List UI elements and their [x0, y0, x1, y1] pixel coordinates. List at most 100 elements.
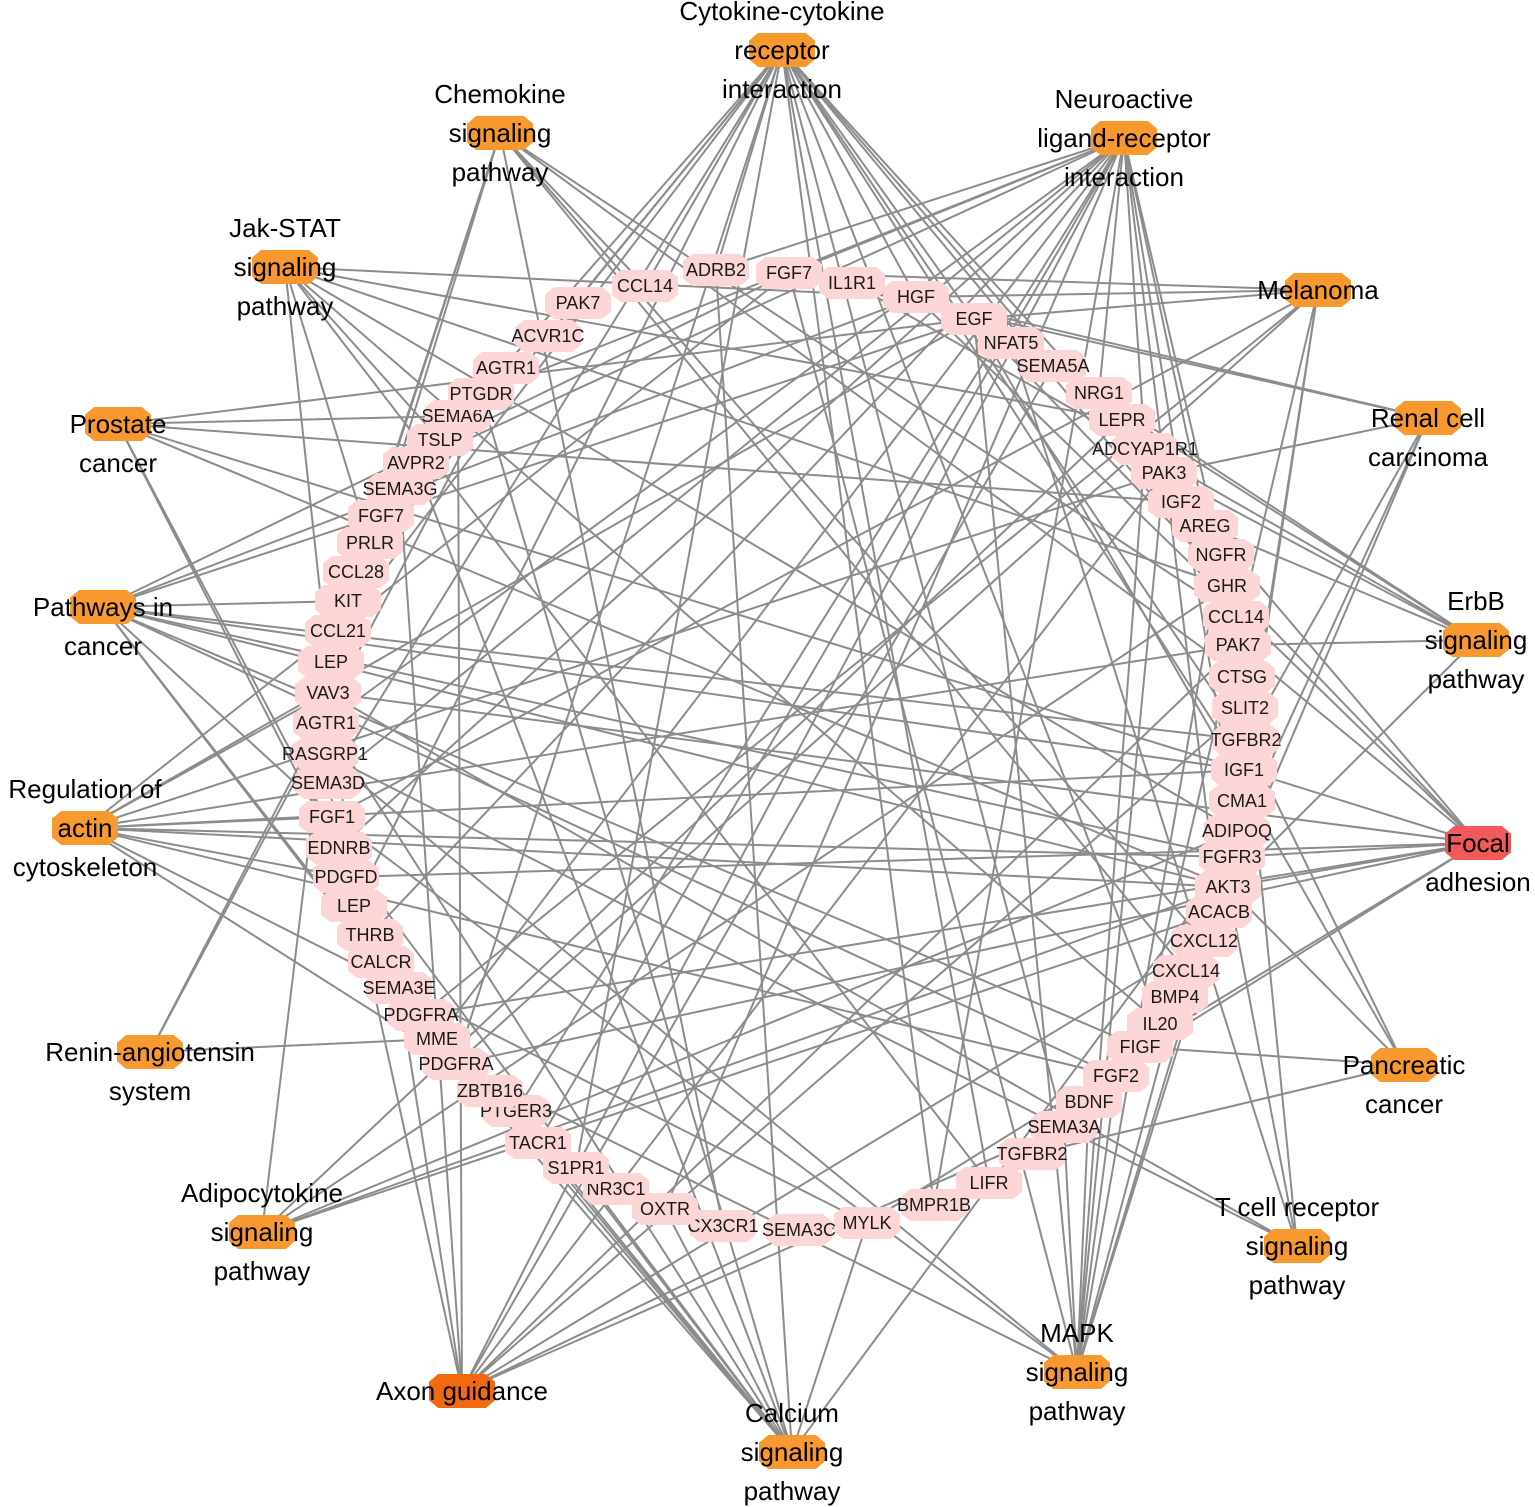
gene-node-tgfbr2[interactable]: TGFBR2 [1210, 724, 1282, 756]
gene-node-nfat5[interactable]: NFAT5 [978, 327, 1044, 359]
gene-node-lep[interactable]: LEP [298, 646, 364, 678]
gene-node-cxcl14[interactable]: CXCL14 [1152, 955, 1220, 987]
gene-node-rasgrp1[interactable]: RASGRP1 [282, 738, 368, 770]
gene-node-adrb2[interactable]: ADRB2 [683, 254, 749, 286]
gene-node-fgf7[interactable]: FGF7 [756, 257, 822, 289]
pathway-label-line: T cell receptor [1215, 1192, 1380, 1222]
gene-node-ccl14[interactable]: CCL14 [612, 270, 678, 302]
gene-node-pdgfra[interactable]: PDGFRA [418, 1048, 494, 1080]
gene-node-prlr[interactable]: PRLR [337, 527, 403, 559]
gene-node-acacb[interactable]: ACACB [1186, 896, 1252, 928]
gene-node-bdnf[interactable]: BDNF [1056, 1086, 1122, 1118]
gene-node-sema3c[interactable]: SEMA3C [762, 1214, 836, 1246]
pathway-node-layer: Cytokine-cytokinereceptorinteractionChem… [8, 0, 1530, 1506]
gene-node-fgf7[interactable]: FGF7 [348, 500, 414, 532]
pathway-label-line: Melanoma [1257, 275, 1379, 305]
pathway-node-axon[interactable]: Axon guidance [376, 1374, 548, 1408]
gene-node-pdgfd[interactable]: PDGFD [313, 861, 379, 893]
pathway-label-line: cytoskeleton [13, 852, 158, 882]
gene-node-cxcl12[interactable]: CXCL12 [1170, 925, 1238, 957]
gene-node-kit[interactable]: KIT [315, 585, 381, 617]
edge-axon-pak7 [461, 644, 1239, 1392]
gene-node-sema3g[interactable]: SEMA3G [362, 473, 438, 505]
gene-label: FGF2 [1093, 1066, 1139, 1086]
pathway-label-line: Jak-STAT [229, 213, 341, 243]
gene-node-akt3[interactable]: AKT3 [1195, 871, 1261, 903]
gene-node-figf[interactable]: FIGF [1107, 1031, 1173, 1063]
gene-node-calcr[interactable]: CALCR [348, 946, 414, 978]
gene-node-acvr1c[interactable]: ACVR1C [511, 320, 585, 352]
gene-node-areg[interactable]: AREG [1172, 510, 1238, 542]
gene-node-fgf1[interactable]: FGF1 [299, 801, 365, 833]
gene-node-pdgfra[interactable]: PDGFRA [383, 999, 459, 1031]
gene-node-il1r1[interactable]: IL1R1 [819, 267, 885, 299]
gene-node-sema3e[interactable]: SEMA3E [362, 972, 436, 1004]
gene-node-tgfbr2[interactable]: TGFBR2 [996, 1138, 1068, 1170]
gene-node-cx3cr1[interactable]: CX3CR1 [687, 1210, 759, 1242]
gene-node-sema3d[interactable]: SEMA3D [291, 767, 365, 799]
gene-node-sema5a[interactable]: SEMA5A [1016, 350, 1090, 382]
gene-node-sema3a[interactable]: SEMA3A [1027, 1111, 1101, 1143]
gene-node-s1pr1[interactable]: S1PR1 [543, 1152, 609, 1184]
gene-node-tacr1[interactable]: TACR1 [505, 1127, 571, 1159]
gene-node-fgfr3[interactable]: FGFR3 [1199, 841, 1265, 873]
gene-node-shape [1199, 841, 1265, 873]
edge-cytokine-igf1 [781, 49, 1245, 771]
gene-node-ghr[interactable]: GHR [1194, 570, 1260, 602]
gene-node-mylk[interactable]: MYLK [834, 1207, 900, 1239]
gene-node-shape [543, 1152, 609, 1184]
gene-node-pak3[interactable]: PAK3 [1131, 457, 1197, 489]
gene-node-shape [1194, 570, 1260, 602]
gene-node-thrb[interactable]: THRB [337, 919, 403, 951]
gene-node-vav3[interactable]: VAV3 [295, 677, 361, 709]
gene-node-cma1[interactable]: CMA1 [1209, 785, 1275, 817]
gene-node-lep[interactable]: LEP [321, 890, 387, 922]
gene-node-lifr[interactable]: LIFR [956, 1167, 1022, 1199]
gene-label: BMP4 [1150, 987, 1199, 1007]
gene-node-agtr1[interactable]: AGTR1 [293, 707, 359, 739]
gene-node-bmp4[interactable]: BMP4 [1142, 981, 1208, 1013]
gene-node-zbtb16[interactable]: ZBTB16 [457, 1075, 523, 1107]
gene-node-igf1[interactable]: IGF1 [1211, 754, 1277, 786]
gene-node-shape [834, 1207, 900, 1239]
gene-node-ccl28[interactable]: CCL28 [323, 556, 389, 588]
gene-label: SEMA3E [362, 978, 435, 998]
gene-node-pak7[interactable]: PAK7 [1205, 629, 1271, 661]
gene-node-ednrb[interactable]: EDNRB [306, 832, 372, 864]
gene-node-ngfr[interactable]: NGFR [1188, 539, 1254, 571]
gene-node-lepr[interactable]: LEPR [1089, 404, 1155, 436]
gene-node-fgf2[interactable]: FGF2 [1083, 1060, 1149, 1092]
gene-node-ccl14[interactable]: CCL14 [1203, 601, 1269, 633]
edge-chemokine-cxcl12 [499, 132, 1205, 942]
gene-node-nrg1[interactable]: NRG1 [1066, 377, 1132, 409]
gene-node-ctsg[interactable]: CTSG [1209, 661, 1275, 693]
gene-node-hgf[interactable]: HGF [883, 281, 949, 313]
gene-node-bmpr1b[interactable]: BMPR1B [897, 1189, 971, 1221]
gene-node-agtr1[interactable]: AGTR1 [473, 352, 539, 384]
pathway-node-melanoma[interactable]: Melanoma [1257, 273, 1379, 307]
pathway-node-shape [1044, 1355, 1110, 1389]
gene-node-pak7[interactable]: PAK7 [545, 287, 611, 319]
gene-node-adipoq[interactable]: ADIPOQ [1202, 815, 1272, 847]
pathway-label-line: Chemokine [434, 79, 566, 109]
gene-node-slit2[interactable]: SLIT2 [1212, 692, 1278, 724]
gene-node-ccl21[interactable]: CCL21 [305, 615, 371, 647]
gene-node-oxtr[interactable]: OXTR [632, 1193, 698, 1225]
gene-node-ptgdr[interactable]: PTGDR [448, 378, 514, 410]
